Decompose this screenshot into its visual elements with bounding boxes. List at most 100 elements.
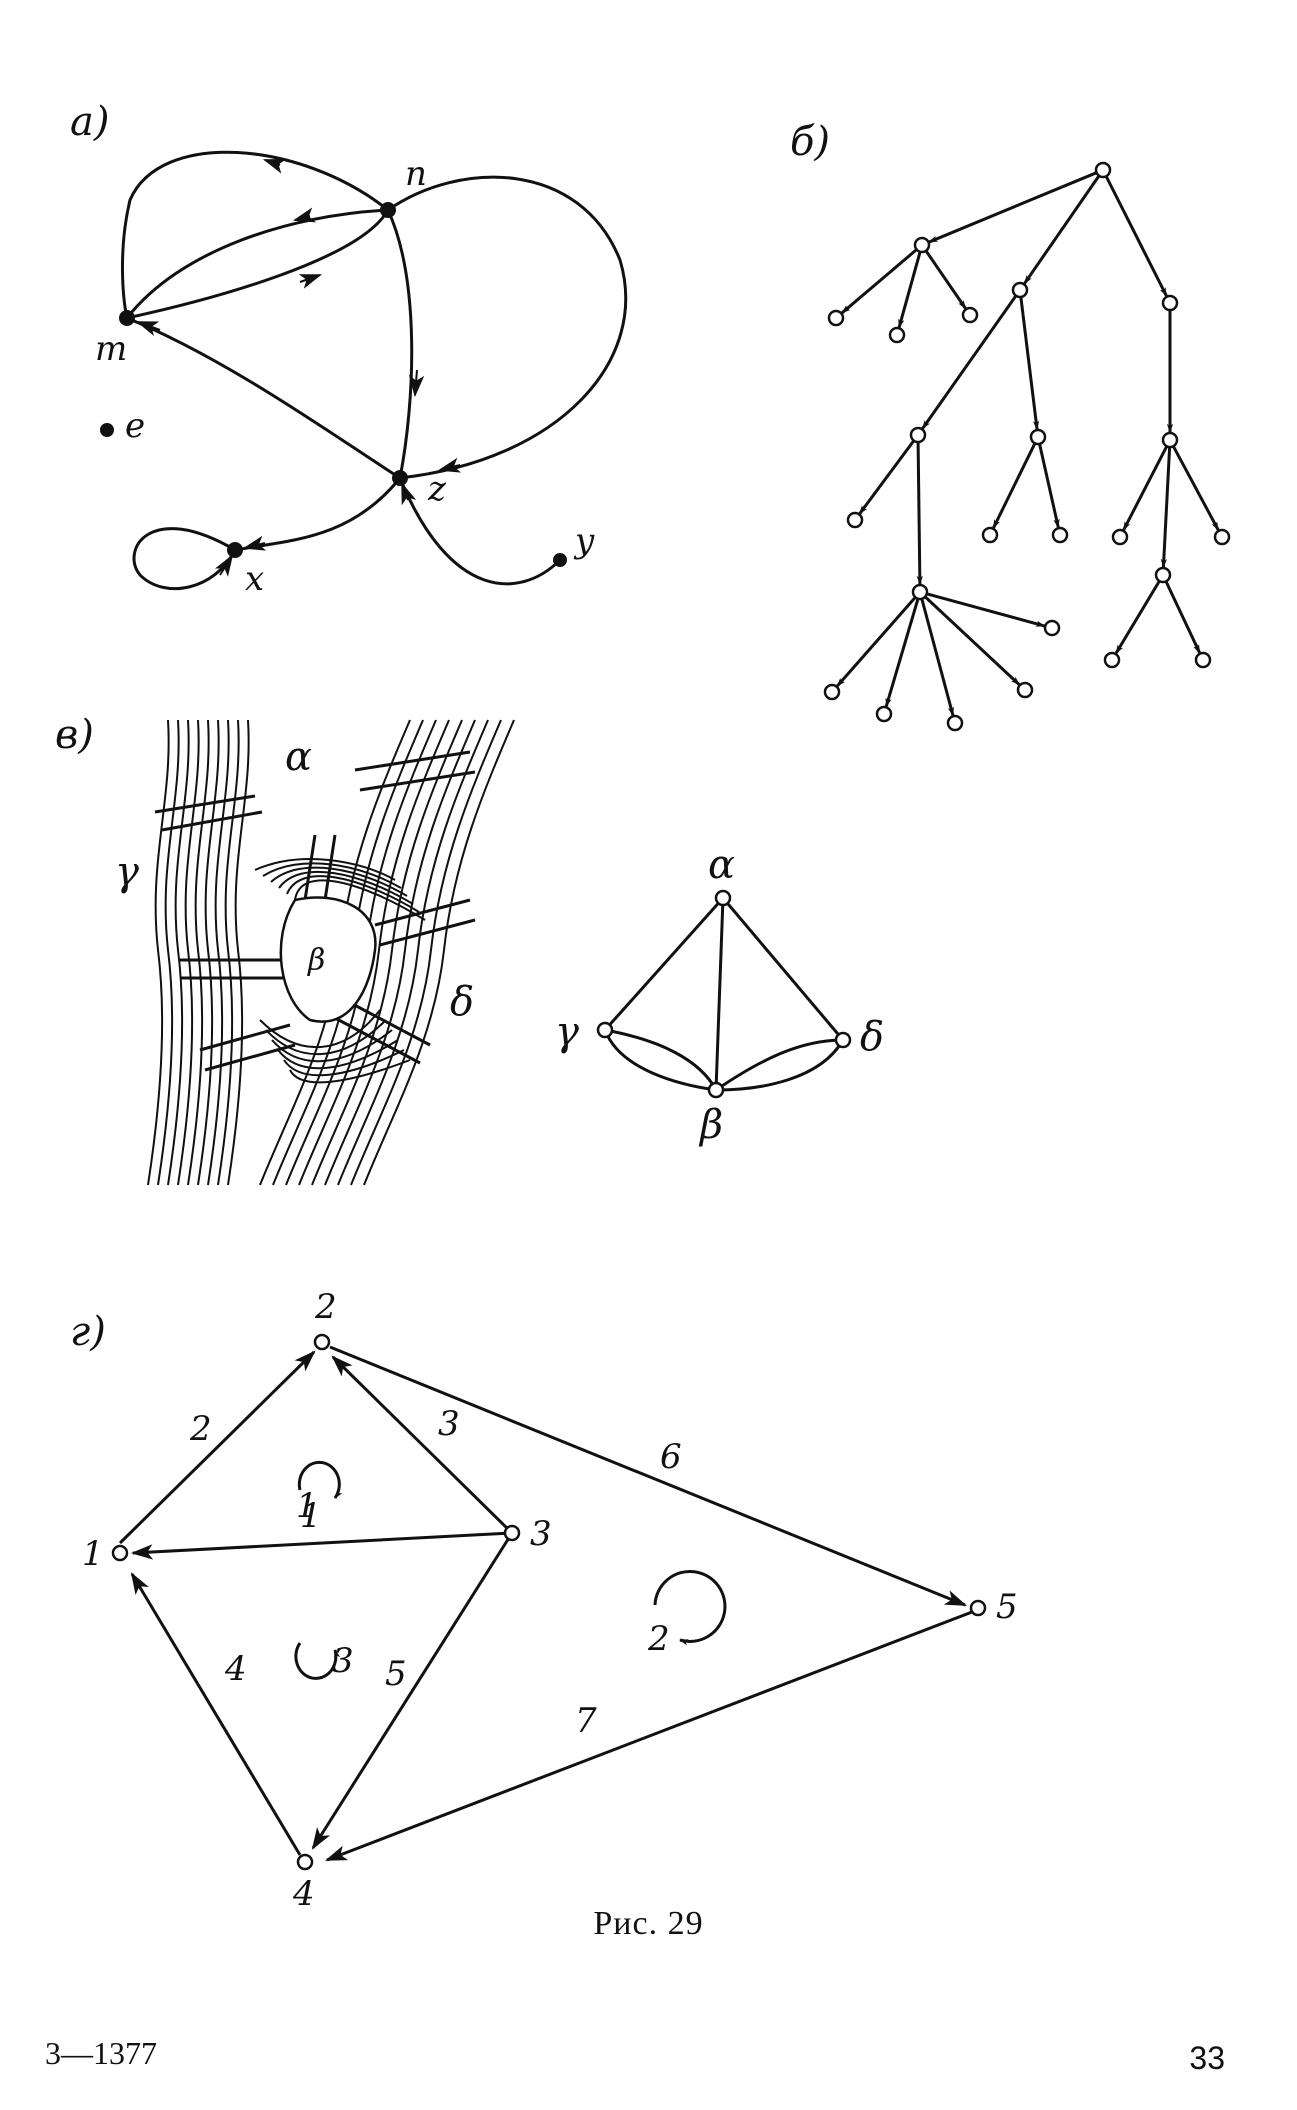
node-x [227,542,243,558]
river-map-illustration [147,719,515,1186]
node-n [380,202,396,218]
vertex-label-1: 1 [82,1534,104,1574]
bridge-6 [199,1023,296,1072]
bridge-4 [180,958,290,980]
tree-edge [884,598,920,708]
label-n: n [405,154,427,194]
tree-node [909,426,927,444]
tree-node [827,309,845,327]
tree-node [1011,281,1029,299]
river-line [167,719,190,1186]
graph-label-alpha: α [708,842,735,888]
river-line [207,719,230,1186]
edge-alpha-delta [721,897,845,1041]
edge-label-4: 4 [224,1649,247,1689]
bridge-5 [374,898,476,947]
tree-node [913,236,931,254]
river-line [197,719,220,1186]
river-line [147,719,170,1186]
vertex-3 [503,1524,521,1542]
tree-edge [928,171,1098,244]
map-label-delta: δ [450,979,474,1025]
edge-label-1: 1 [300,1496,322,1536]
tree-edge [992,442,1037,529]
edge-alpha-beta [714,897,725,1091]
edge-5 [311,1532,514,1850]
bridge-7 [334,998,431,1065]
cycle-mark-1 [297,1460,343,1499]
panel-a-letter: а) [70,99,109,145]
node-e [100,423,114,437]
panel-v-bridges: в) α γ β δ [55,712,884,1186]
river-line [311,719,463,1186]
node-z [392,470,408,486]
bridge-1 [154,794,263,832]
vertex-label-5: 5 [996,1587,1018,1627]
tree-edge [1023,174,1101,285]
vertex-label-3: 3 [530,1514,552,1554]
edge-m-n-inner [126,209,390,320]
edge-gamma-beta-2 [604,1028,718,1091]
tree-node [1161,431,1179,449]
edge-6 [329,1345,968,1607]
graph-bridges [596,889,852,1099]
vertex-label-2: 2 [314,1287,337,1327]
tree-node [846,511,864,529]
bridges [154,750,476,1072]
river-line [227,719,250,1186]
cycle-mark-3 [294,1642,341,1680]
edge-x-loop-arrow [214,554,234,577]
vertex-label-4: 4 [292,1874,315,1914]
river-line [259,1009,381,1049]
tree-edge [1114,580,1161,654]
edge-beta-delta-2 [715,1039,845,1092]
river-line [324,719,476,1186]
river-line [363,719,515,1186]
bridge-3 [354,750,476,792]
tree-node [823,683,841,701]
river-line [286,875,420,913]
edge-z-x-arrow [242,535,267,551]
graph-label-gamma: γ [555,1009,579,1055]
river-line [217,719,240,1186]
vertex-gamma [596,1021,614,1039]
panel-b-tree: б) [790,119,1231,732]
edge-4 [130,1572,302,1856]
panel-v-letter: в) [55,712,94,758]
tree-node [1194,651,1212,669]
vertex-alpha [714,889,732,907]
edge-x-loop [132,527,237,591]
tree-edge [926,592,1046,628]
edge-m-n-inner-arrow [298,274,323,289]
cycle-label-1: 1 [296,1486,318,1526]
tree-node [1029,428,1047,446]
tree-node [946,714,964,732]
tree-node [1213,528,1231,546]
edge-n-z [386,209,414,479]
edge-label-5: 5 [385,1654,407,1694]
panel-b-letter: б) [790,119,830,165]
node-y [553,553,567,567]
island-beta [279,896,377,1023]
tree-node [1051,526,1069,544]
tree-edge [920,598,955,717]
tree-edge [1104,175,1168,297]
tree-node [911,583,929,601]
river-line [254,858,396,881]
edge-y-z-arrow [401,481,417,506]
edge-1 [130,1531,513,1560]
tree-edge [1164,580,1201,654]
edge-n-z-loop [387,175,628,480]
tree-edge [1160,446,1172,568]
vertex-1 [111,1544,129,1562]
vertex-5 [969,1599,987,1617]
vertex-4 [296,1853,314,1871]
river-line [270,866,408,897]
tree-edge [897,251,922,329]
tree-edge [841,248,918,314]
tree-edge [1038,443,1060,529]
tree-edge [924,595,1021,686]
label-z: z [427,469,447,509]
tree-node [888,326,906,344]
